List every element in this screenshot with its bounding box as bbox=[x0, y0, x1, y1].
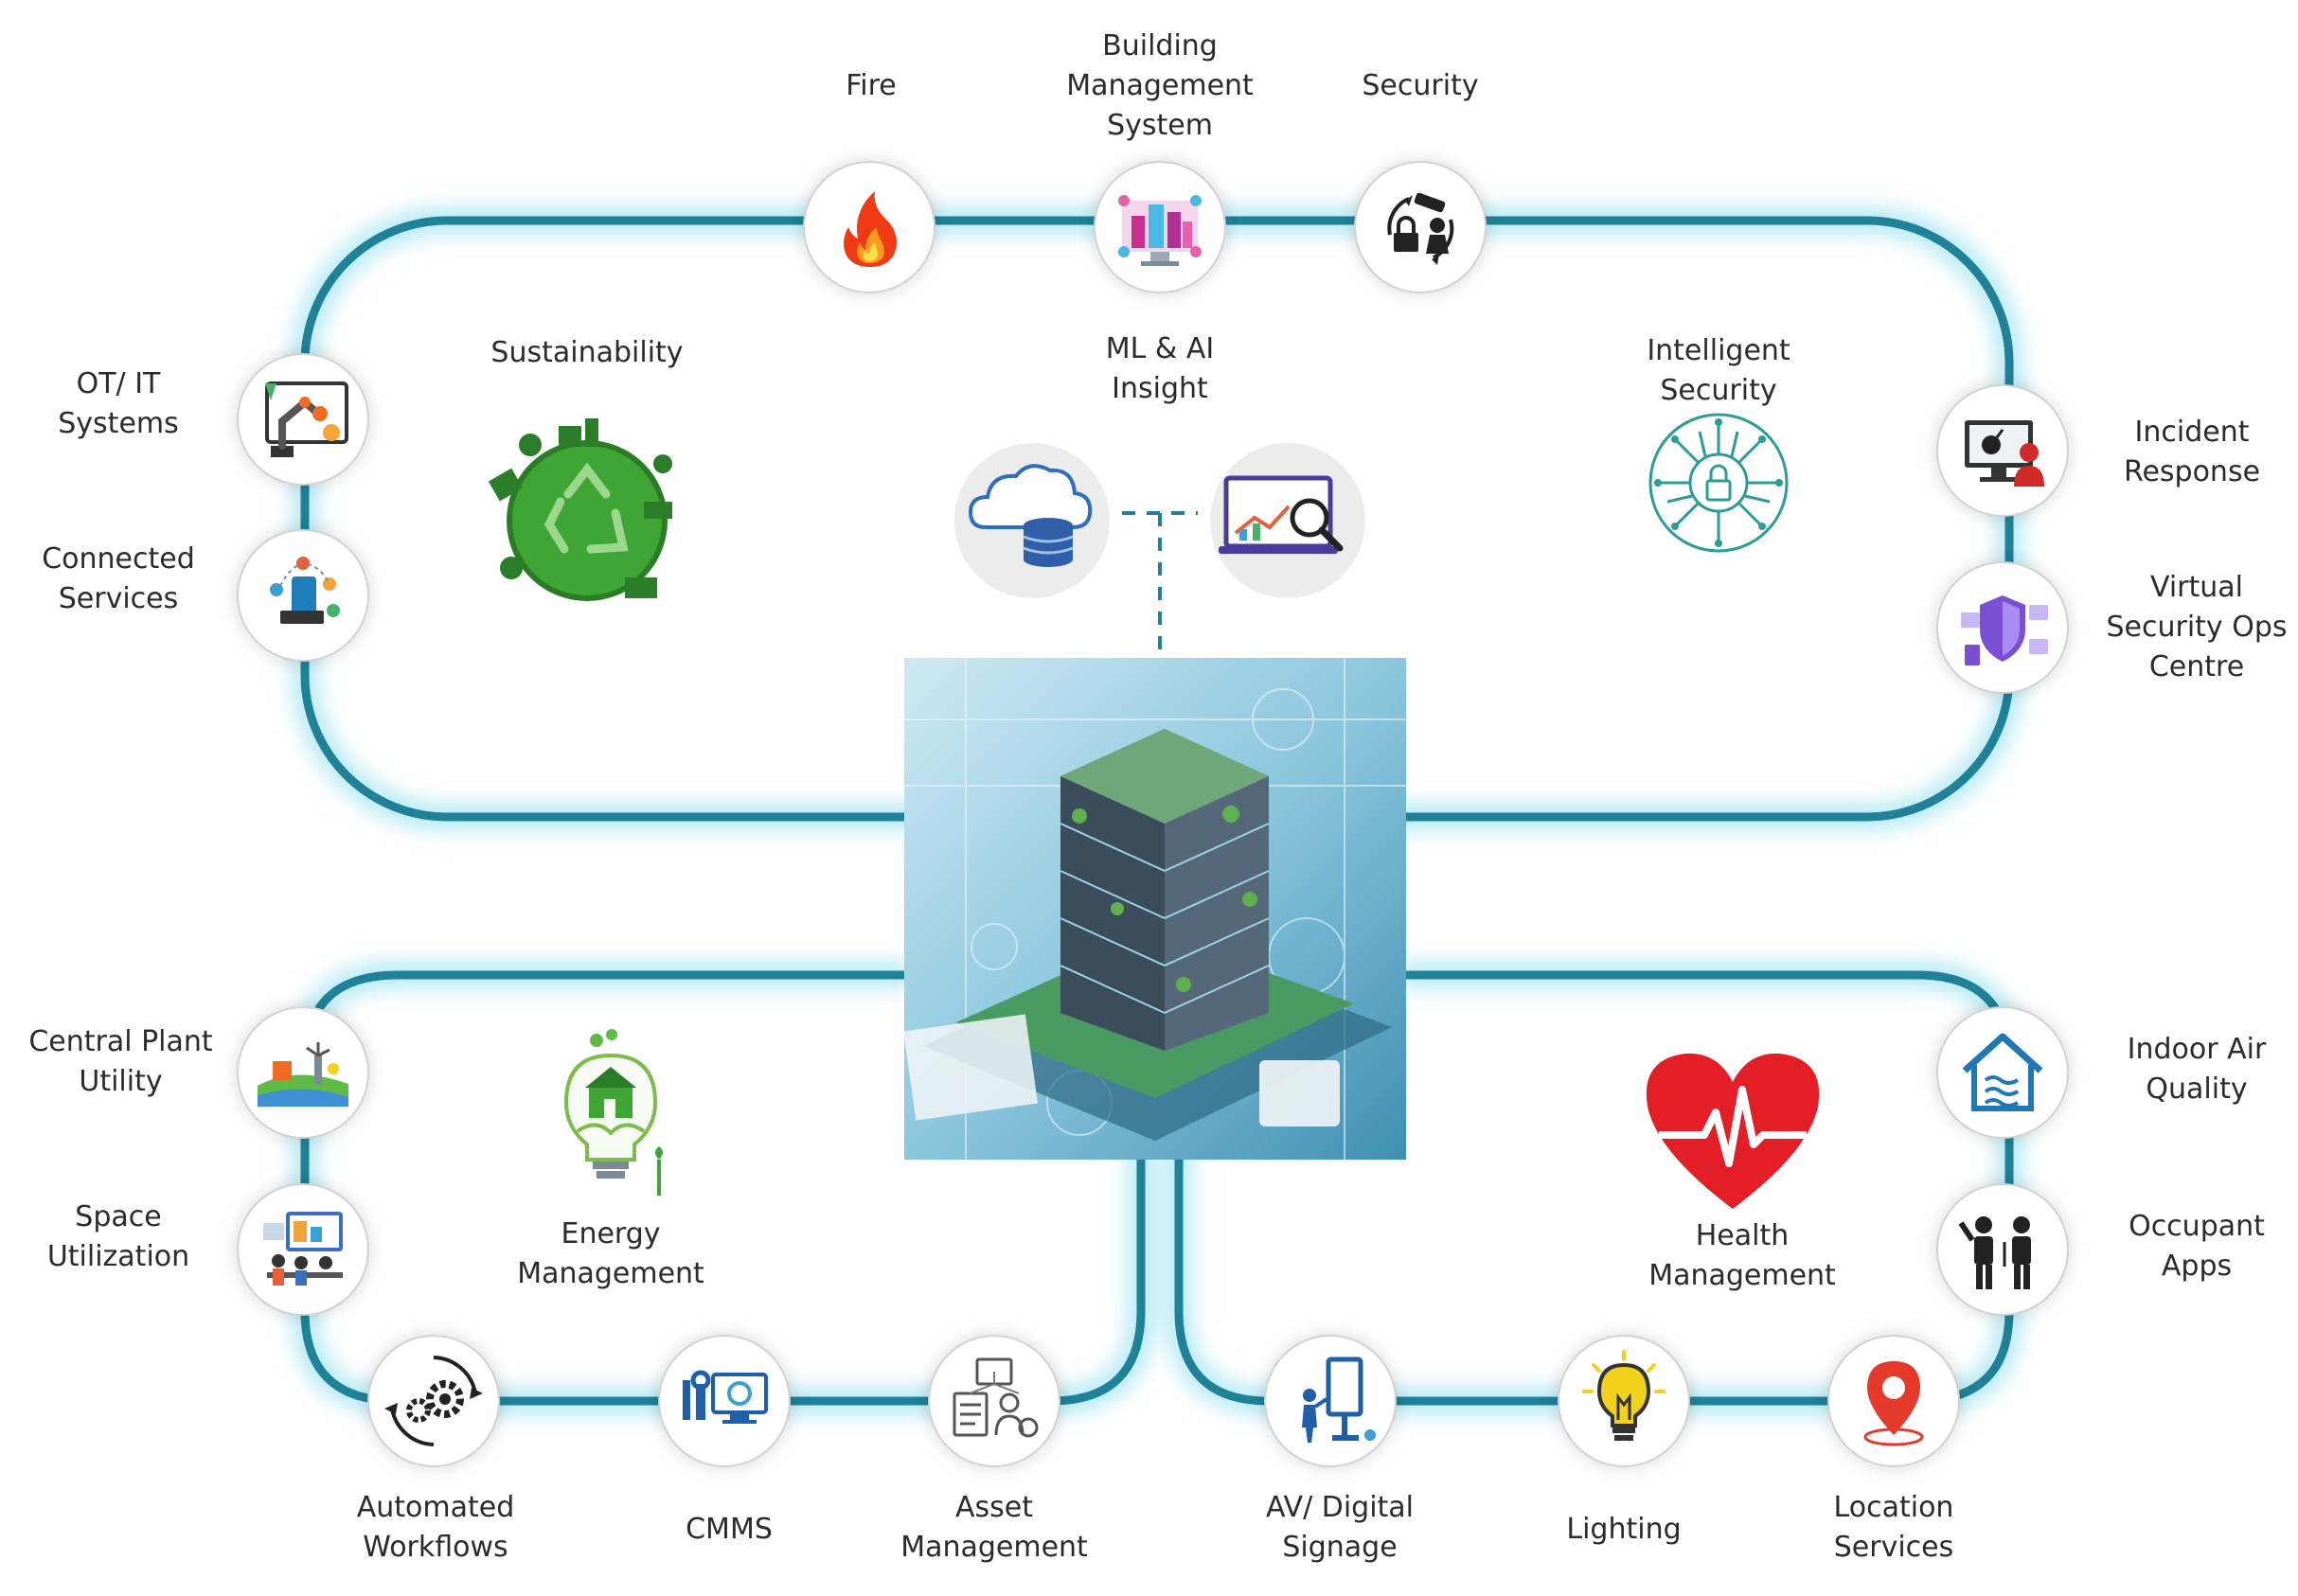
cloud-database-icon bbox=[954, 443, 1110, 598]
asset-management-label: Asset Management bbox=[900, 1491, 1088, 1564]
health-management-label: Health Management bbox=[1648, 1219, 1836, 1292]
recycle-globe-icon bbox=[488, 418, 672, 601]
security-camera-icon bbox=[1387, 192, 1454, 265]
cmms-node[interactable] bbox=[660, 1337, 789, 1465]
ot-it-label: OT/ IT Systems bbox=[58, 367, 179, 440]
location-services-label: Location Services bbox=[1833, 1491, 1954, 1564]
ot-it-node[interactable] bbox=[239, 355, 367, 484]
fire-label: Fire bbox=[846, 69, 897, 102]
maintenance-tools-icon bbox=[683, 1370, 768, 1424]
av-digital-signage-label: AV/ Digital Signage bbox=[1265, 1491, 1415, 1564]
security-node[interactable] bbox=[1356, 163, 1485, 292]
location-services-node[interactable] bbox=[1829, 1337, 1958, 1465]
space-utilization-node[interactable] bbox=[239, 1185, 367, 1314]
incident-response-label: Incident Response bbox=[2123, 416, 2261, 488]
digital-signage-icon bbox=[1302, 1357, 1376, 1443]
light-bulb-icon bbox=[1582, 1350, 1666, 1441]
energy-bulb-icon bbox=[563, 1029, 663, 1196]
asset-management-node[interactable] bbox=[930, 1337, 1059, 1465]
lighting-label: Lighting bbox=[1566, 1513, 1682, 1546]
occupant-apps-node[interactable] bbox=[1938, 1185, 2067, 1314]
cmms-label: CMMS bbox=[686, 1513, 773, 1546]
automated-workflows-label: Automated Workflows bbox=[356, 1491, 515, 1564]
utility-plant-icon bbox=[258, 1042, 348, 1107]
occupants-icon bbox=[1958, 1216, 2031, 1289]
vsoc-node[interactable] bbox=[1938, 563, 2067, 692]
central-plant-node[interactable] bbox=[239, 1008, 367, 1137]
intelligent-security-label: Intelligent Security bbox=[1647, 334, 1790, 407]
heart-rate-icon bbox=[1646, 1053, 1820, 1209]
analytics-search-icon bbox=[1210, 443, 1365, 598]
energy-management-label: Energy Management bbox=[517, 1217, 704, 1290]
security-label: Security bbox=[1362, 69, 1479, 102]
robot-arm-icon bbox=[265, 381, 348, 457]
av-digital-signage-node[interactable] bbox=[1266, 1337, 1395, 1465]
connected-services-node[interactable] bbox=[239, 531, 367, 660]
central-plant-label: Central Plant Utility bbox=[28, 1025, 213, 1098]
incident-alert-icon bbox=[1965, 420, 2044, 487]
occupant-apps-label: Occupant Apps bbox=[2129, 1210, 2265, 1283]
circuit-lock-icon bbox=[1648, 413, 1789, 553]
bms-node[interactable] bbox=[1096, 163, 1224, 292]
fire-icon bbox=[844, 191, 897, 267]
ml-ai-label: ML & AI Insight bbox=[1105, 332, 1215, 405]
workflow-gears-icon bbox=[384, 1356, 483, 1446]
bottom-right-loop bbox=[1174, 970, 2014, 1406]
indoor-air-quality-node[interactable] bbox=[1938, 1008, 2067, 1137]
asset-tracking-icon bbox=[953, 1357, 1039, 1438]
vsoc-label: Virtual Security Ops Centre bbox=[2106, 571, 2288, 683]
meeting-space-icon bbox=[263, 1212, 343, 1286]
bms-label: Building Management System bbox=[1066, 29, 1254, 142]
building-management-icon bbox=[1118, 195, 1202, 266]
space-utilization-label: Space Utilization bbox=[46, 1200, 190, 1273]
shield-network-icon bbox=[1961, 595, 2048, 665]
automated-workflows-node[interactable] bbox=[369, 1337, 498, 1465]
incident-response-node[interactable] bbox=[1938, 386, 2067, 515]
indoor-air-quality-label: Indoor Air Quality bbox=[2127, 1033, 2267, 1106]
fire-node[interactable] bbox=[805, 163, 934, 292]
lighting-node[interactable] bbox=[1559, 1337, 1688, 1465]
connected-services-label: Connected Services bbox=[42, 542, 195, 615]
air-quality-home-icon bbox=[1962, 1033, 2043, 1111]
connected-devices-icon bbox=[270, 557, 340, 624]
sustainability-label: Sustainability bbox=[490, 336, 684, 369]
location-pin-icon bbox=[1863, 1361, 1924, 1446]
ml-ai-dashed-links bbox=[1122, 511, 1198, 653]
smart-building-image bbox=[903, 658, 1406, 1160]
bottom-left-loop bbox=[300, 970, 1146, 1406]
